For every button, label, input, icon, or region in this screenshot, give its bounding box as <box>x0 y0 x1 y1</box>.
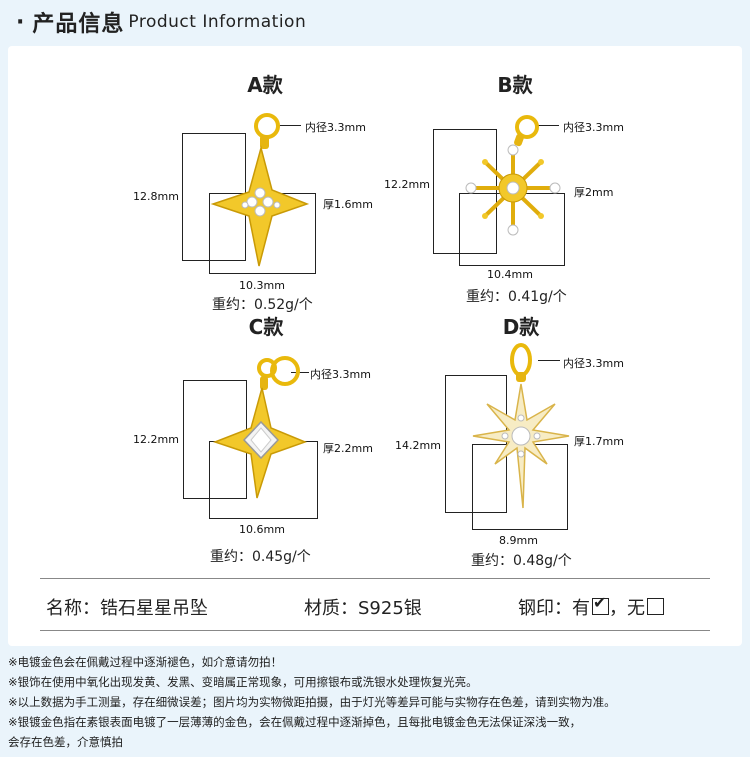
product-b-title: B款 <box>497 73 533 97</box>
product-b-height-bracket <box>433 129 497 254</box>
product-a-pendant-image <box>210 113 310 267</box>
spec-stamp-no: 无 <box>627 598 645 619</box>
product-d-pendant-image <box>472 343 570 509</box>
product-c-pendant-image <box>212 356 308 499</box>
product-b-height: 12.2mm <box>384 178 430 191</box>
product-c-height: 12.2mm <box>133 433 179 446</box>
product-a-weight: 重约：0.52g/个 <box>212 297 313 313</box>
note-line: ※电镀金色会在佩戴过程中逐渐褪色，如介意请勿拍！ <box>8 655 283 669</box>
checked-box-icon: ✔ <box>592 594 609 615</box>
product-d-width: 8.9mm <box>499 534 538 547</box>
product-a-height: 12.8mm <box>133 190 179 203</box>
product-panel <box>8 46 742 646</box>
product-a-inner-diameter: 内径3.3mm <box>305 121 366 134</box>
product-b-ring-leader <box>537 125 559 126</box>
product-b-weight: 重约：0.41g/个 <box>466 289 567 305</box>
product-c-ring-leader <box>291 372 309 373</box>
product-b-pendant-image <box>465 115 561 236</box>
specs-bottom-divider <box>40 630 710 631</box>
note-line: ※银饰在使用中氧化出现发黄、发黑、变暗属正常现象，可用擦银布或洗银水处理恢复光亮… <box>8 675 478 689</box>
empty-box-icon <box>647 598 664 615</box>
product-d-inner-diameter: 内径3.3mm <box>563 357 624 370</box>
spec-material: 材质：S925银 <box>304 598 422 619</box>
product-a-thickness: 厚1.6mm <box>323 198 373 211</box>
product-c-weight: 重约：0.45g/个 <box>210 549 311 565</box>
header-title-cn: 产品信息 <box>32 12 125 37</box>
spec-stamp-yes: 有 <box>572 598 590 619</box>
product-b-inner-diameter: 内径3.3mm <box>563 121 624 134</box>
product-c-inner-diameter: 内径3.3mm <box>310 368 371 381</box>
product-d-thickness: 厚1.7mm <box>574 435 624 448</box>
note-line: ※以上数据为手工测量，存在细微误差；图片均为实物微距拍摄，由于灯光等差异可能与实… <box>8 695 616 709</box>
product-c-width: 10.6mm <box>239 523 285 536</box>
note-line: 会存在色差，介意慎拍 <box>8 735 123 749</box>
product-a-ring-leader <box>279 125 301 126</box>
product-d-height: 14.2mm <box>395 439 441 452</box>
note-line: ※银镀金色指在素银表面电镀了一层薄薄的金色，会在佩戴过程中逐渐掉色，且每批电镀金… <box>8 715 582 729</box>
product-c-thickness: 厚2.2mm <box>323 442 373 455</box>
product-b-thickness: 厚2mm <box>574 186 614 199</box>
spec-stamp-label: 钢印： <box>518 598 572 619</box>
spec-name: 名称：锆石星星吊坠 <box>46 598 208 619</box>
header-title-en: Product Information <box>128 12 307 32</box>
product-a-width: 10.3mm <box>239 279 285 292</box>
product-d-ring-leader <box>538 360 560 361</box>
header-bullet: · <box>16 9 25 35</box>
product-c-title: C款 <box>248 315 284 339</box>
section-header: · 产品信息 Product Information <box>16 7 307 38</box>
product-d-weight: 重约：0.48g/个 <box>471 553 572 569</box>
notes: ※电镀金色会在佩戴过程中逐渐褪色，如介意请勿拍！ ※银饰在使用中氧化出现发黄、发… <box>8 652 738 752</box>
specs-top-divider <box>40 578 710 579</box>
product-b-width: 10.4mm <box>487 268 533 281</box>
product-a-title: A款 <box>247 73 283 97</box>
product-d-title: D款 <box>502 315 540 339</box>
spec-stamp: 钢印：有✔，无 <box>518 594 664 620</box>
